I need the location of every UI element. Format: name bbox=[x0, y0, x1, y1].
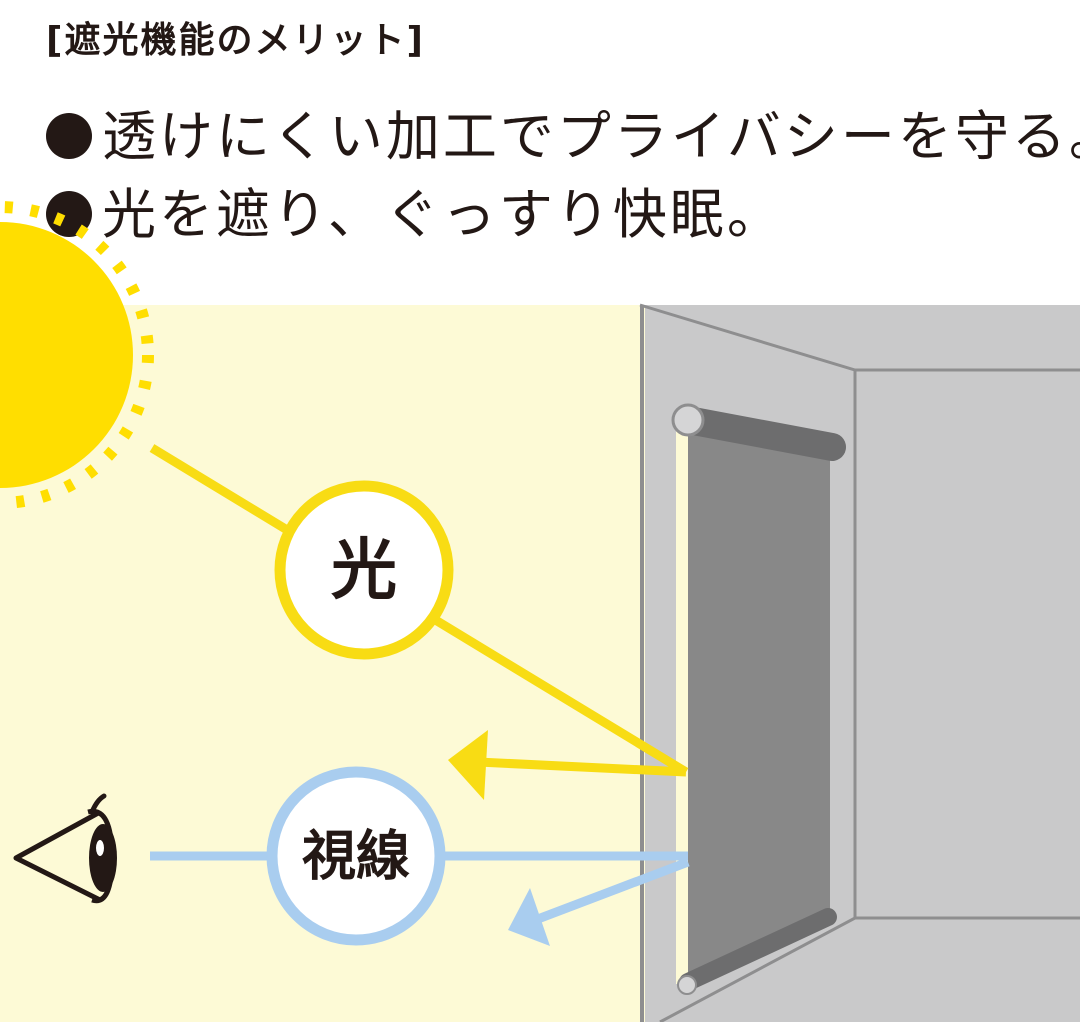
room-edge-bottom bbox=[659, 916, 1080, 1022]
bullet-text-privacy: 透けにくい加工でプライバシーを守る。 bbox=[102, 105, 1080, 168]
light-ray-reflected bbox=[477, 757, 687, 777]
bullet-text-sleep: 光を遮り、ぐっすり快眠。 bbox=[102, 183, 784, 246]
blind-top-roller bbox=[674, 406, 846, 461]
eye-pupil bbox=[89, 824, 117, 892]
bullet-icon bbox=[46, 113, 92, 159]
sun-body bbox=[0, 222, 133, 488]
eye-outline bbox=[13, 809, 102, 903]
sight-line-reflected bbox=[528, 857, 690, 927]
roller-blind bbox=[671, 403, 846, 995]
bullet-item-sleep: 光を遮り、ぐっすり快眠。 bbox=[46, 180, 784, 250]
sun-icon bbox=[0, 201, 154, 509]
window-glass bbox=[676, 418, 688, 984]
section-heading: [遮光機能のメリット] bbox=[46, 20, 425, 61]
light-arrowhead bbox=[448, 730, 488, 800]
eye-icon bbox=[13, 793, 117, 904]
light-label-circle bbox=[274, 480, 454, 660]
bullet-item-privacy: 透けにくい加工でプライバシーを守る。 bbox=[46, 102, 1080, 172]
light-label: 光 bbox=[331, 532, 397, 609]
sight-label-badge: 視線 bbox=[266, 766, 446, 946]
blind-top-roller-end bbox=[671, 403, 705, 437]
light-label-badge: 光 bbox=[274, 480, 454, 660]
sun-rays bbox=[0, 201, 154, 509]
eye-highlight bbox=[96, 840, 104, 856]
sight-arrowhead bbox=[508, 888, 550, 946]
blind-bottom-bar bbox=[679, 908, 837, 991]
sight-label-circle bbox=[266, 766, 446, 946]
eye-lash bbox=[89, 793, 107, 815]
blind-bottom-bar-end bbox=[677, 975, 697, 995]
sight-label: 視線 bbox=[302, 825, 410, 888]
blind-shade bbox=[688, 420, 830, 980]
